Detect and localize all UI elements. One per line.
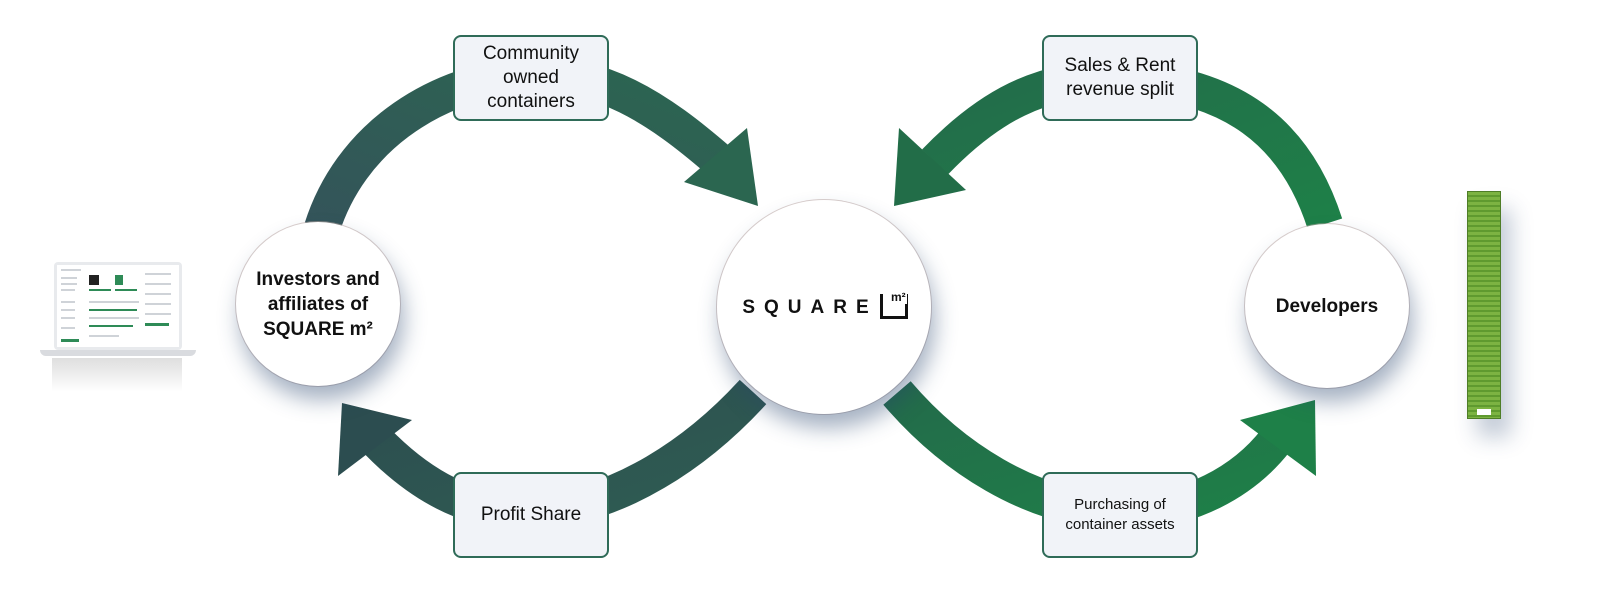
label-community-owned-containers: Community owned containers [453,35,609,121]
node-developers: Developers [1245,224,1409,388]
container-door-icon [1477,409,1491,415]
label-community-text: Community owned containers [482,43,580,112]
square-m2-logo: SQUARE m² [742,290,908,320]
node-square-m2: SQUARE m² [717,200,931,414]
node-investors: Investors and affiliates of SQUARE m² [236,222,400,386]
laptop-illustration [40,262,196,392]
label-sales-rent-revenue-split: Sales & Rent revenue split [1042,35,1198,121]
label-sales-text: Sales & Rent revenue split [1064,55,1176,100]
arrow-head-square-to-investors [338,403,412,476]
logo-wordmark: SQUARE [742,296,878,318]
label-purchasing-container-assets: Purchasing of container assets [1042,472,1198,558]
node-investors-label: Investors and affiliates of SQUARE m² [256,268,380,340]
m2-mark-icon: m² [879,290,908,320]
label-profit-text: Profit Share [480,504,582,525]
label-purchasing-text: Purchasing of container assets [1065,496,1175,533]
arrow-head-developers-to-square [894,128,966,206]
label-profit-share: Profit Share [453,472,609,558]
arrow-head-investors-to-square [684,128,758,206]
shipping-container-illustration [1467,191,1501,419]
logo-mark-text: m² [889,290,907,304]
arrow-head-square-to-developers [1240,400,1316,476]
node-developers-label: Developers [1275,295,1379,317]
